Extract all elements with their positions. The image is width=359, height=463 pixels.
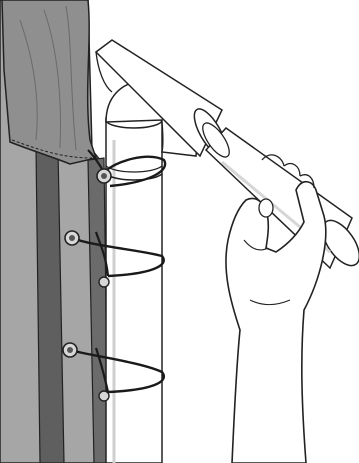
grommet-icon [99,277,109,287]
grommet-icon [65,231,79,245]
fabric-panel-icon [0,0,108,463]
grommet-icon [99,391,109,401]
grommet-icon [63,343,77,357]
pipe-icon [198,119,359,272]
grommet-icon [97,169,111,183]
